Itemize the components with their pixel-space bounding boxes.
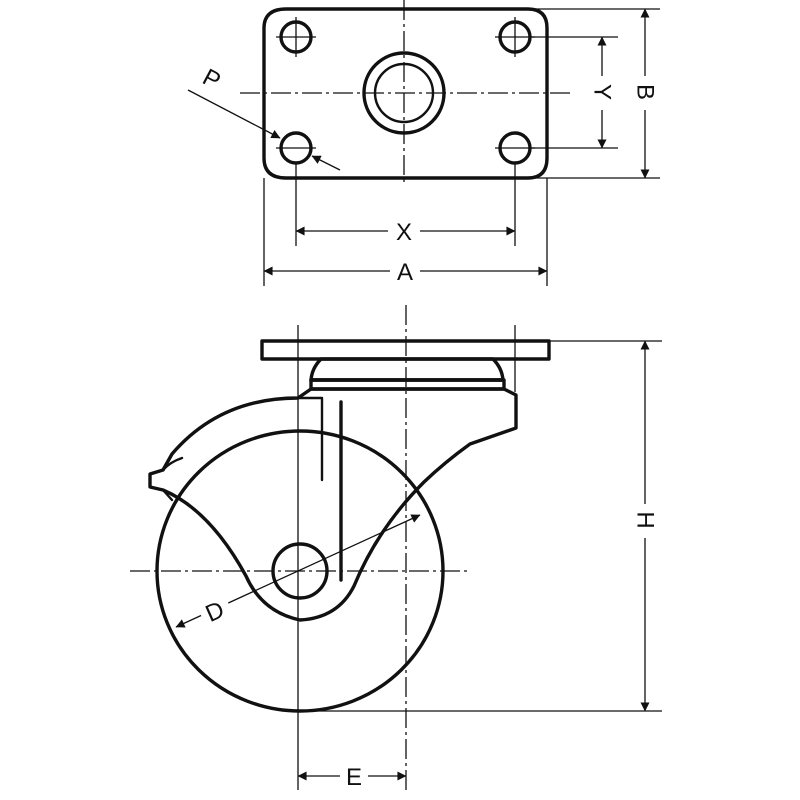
leader-line-p: [187, 89, 281, 139]
bolt-hole-top-right: [495, 17, 535, 57]
label-b: B: [632, 84, 659, 100]
kingpin-boss-inner: [373, 62, 435, 124]
bolt-hole-top-left: [276, 17, 316, 57]
label-a: A: [397, 259, 413, 286]
label-e: E: [346, 764, 362, 791]
bolt-hole-bottom-right: [495, 131, 535, 165]
bolt-hole-bottom-left: [276, 131, 316, 165]
side-view: H D E: [130, 305, 662, 791]
label-h: H: [632, 511, 659, 528]
kingpin-boss-outer: [362, 51, 446, 135]
label-y: Y: [589, 84, 616, 100]
label-p: P: [198, 64, 225, 95]
swivel-raceway: [309, 357, 505, 382]
label-x: X: [396, 219, 412, 246]
fork-housing: [148, 387, 518, 622]
top-view: X A Y B P: [187, 0, 660, 286]
